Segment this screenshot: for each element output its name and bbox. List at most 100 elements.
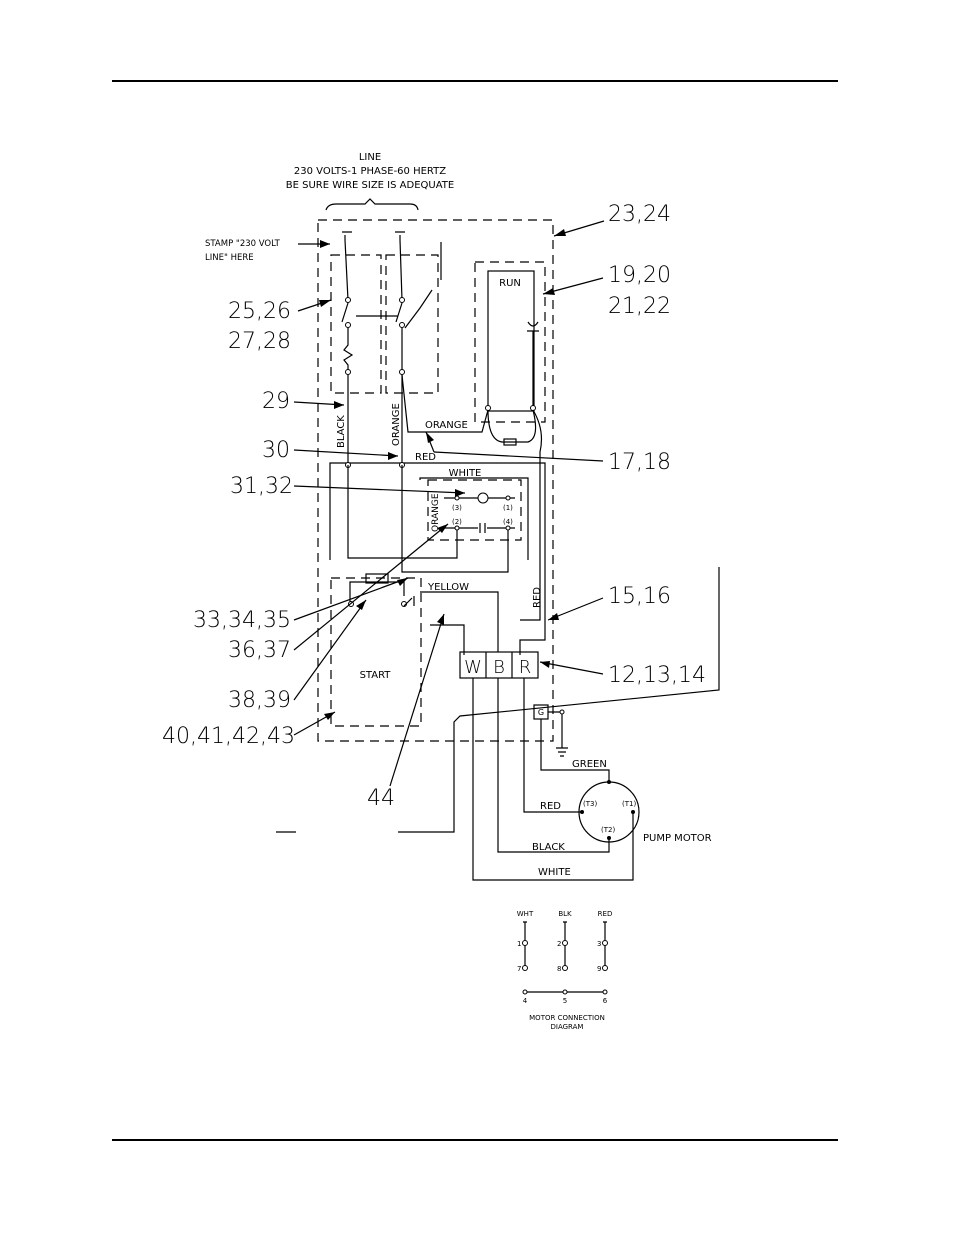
wire-label-orange: ORANGE <box>391 403 402 446</box>
md-2: 2 <box>557 940 561 948</box>
md-blk: BLK <box>558 910 572 918</box>
run-label: RUN <box>499 278 521 289</box>
black-line <box>344 239 349 301</box>
wire-label-red: RED <box>415 452 436 463</box>
md-wht: WHT <box>517 910 534 918</box>
contact <box>399 297 405 303</box>
orange-line <box>399 239 403 301</box>
cap-terminal-left <box>485 405 491 411</box>
line-brace <box>325 198 419 211</box>
terminal-block <box>459 651 539 679</box>
wire-label-black-motor: BLACK <box>532 842 565 853</box>
overload-heater <box>343 328 354 372</box>
callout-40-43: 40,41,42,43 <box>162 724 295 749</box>
contact <box>345 369 351 375</box>
wire-label-white-motor: WHITE <box>538 867 571 878</box>
callout-17-18: 17,18 <box>608 450 671 475</box>
capacitor-symbol <box>527 321 539 332</box>
relay-terminal <box>505 525 511 531</box>
stamp-text-2: LINE" HERE <box>205 253 254 263</box>
run-capacitor-box <box>474 261 546 423</box>
switch-lever <box>404 289 433 329</box>
callout-30: 30 <box>262 438 290 463</box>
callout-leaders <box>293 220 605 787</box>
relay-term-2: (2) <box>452 518 462 526</box>
relay-term-3: (3) <box>452 504 462 512</box>
relay-term-1: (1) <box>503 504 513 512</box>
callout-12-13-14: 12,13,14 <box>608 663 706 688</box>
red-loop <box>329 462 546 655</box>
callout-36-37: 36,37 <box>228 638 291 663</box>
start-label: START <box>360 670 392 681</box>
terminal-w: W <box>464 657 482 678</box>
line-terminal-1 <box>342 231 352 240</box>
callout-33-34-35: 33,34,35 <box>193 608 291 633</box>
motor-t1: (T1) <box>622 800 636 808</box>
relay-contact <box>479 523 486 533</box>
contact <box>345 297 351 303</box>
orange-to-run <box>401 374 489 433</box>
md-9: 9 <box>597 965 601 973</box>
red-motor-wire <box>523 678 582 813</box>
contact <box>399 369 405 375</box>
motor-terminal <box>607 836 611 840</box>
start-capacitor-box <box>330 577 422 727</box>
md-5: 5 <box>563 997 567 1005</box>
md-caption-1: MOTOR CONNECTION <box>529 1014 605 1022</box>
md-1: 1 <box>517 940 521 948</box>
relay-wire <box>401 465 509 573</box>
contact <box>399 322 405 328</box>
wire-label-red-v: RED <box>532 587 543 608</box>
callout-23-24: 23,24 <box>608 202 671 227</box>
start-switch <box>403 596 415 607</box>
motor-t3: (T3) <box>583 800 597 808</box>
callout-38-39: 38,39 <box>228 688 291 713</box>
terminal-b: B <box>493 657 505 678</box>
callout-31-32: 31,32 <box>230 474 293 499</box>
md-7: 7 <box>517 965 521 973</box>
pump-motor-label: PUMP MOTOR <box>643 833 712 844</box>
relay-terminal <box>454 525 460 531</box>
terminal-r: R <box>519 657 532 678</box>
red-cap-wire <box>520 409 543 621</box>
callout-25-26: 25,26 <box>228 299 291 324</box>
breaker-box-left <box>330 254 382 394</box>
white-wire <box>419 477 529 560</box>
relay-terminal <box>505 495 511 501</box>
line-title: LINE <box>359 152 381 163</box>
relay-box <box>427 479 522 541</box>
bleed-resistor <box>503 438 517 446</box>
wire-label-orange-relay: ORANGE <box>431 493 441 532</box>
wire-label-red-motor: RED <box>540 801 561 812</box>
run-capacitor <box>487 270 535 412</box>
relay-coil <box>477 492 489 504</box>
motor-t2: (T2) <box>601 826 615 834</box>
md-6: 6 <box>603 997 608 1005</box>
callout-21-22: 21,22 <box>608 294 671 319</box>
ground-junction <box>559 709 565 715</box>
callout-44: 44 <box>367 786 395 811</box>
wire-label-white: WHITE <box>449 468 482 479</box>
wire-label-black: BLACK <box>336 415 347 448</box>
motor-terminal <box>631 810 635 814</box>
ground-label: G <box>538 708 544 717</box>
motor-terminal <box>580 810 584 814</box>
yellow-wire <box>420 591 499 652</box>
md-red: RED <box>598 910 613 918</box>
switch-blade <box>341 302 403 323</box>
cap-terminal-right <box>530 405 536 411</box>
start-resistor <box>365 573 389 584</box>
callout-29: 29 <box>262 389 290 414</box>
relay-term-4: (4) <box>503 518 513 526</box>
wire-44 <box>398 567 720 833</box>
callout-27-28: 27,28 <box>228 329 291 354</box>
control-box-enclosure <box>317 219 554 742</box>
md-3: 3 <box>597 940 601 948</box>
line-terminal-2 <box>395 231 405 240</box>
md-8: 8 <box>557 965 561 973</box>
start-wire <box>349 581 405 602</box>
green-wire <box>540 719 610 782</box>
line-note: BE SURE WIRE SIZE IS ADEQUATE <box>286 180 454 191</box>
motor-terminal <box>607 780 611 784</box>
